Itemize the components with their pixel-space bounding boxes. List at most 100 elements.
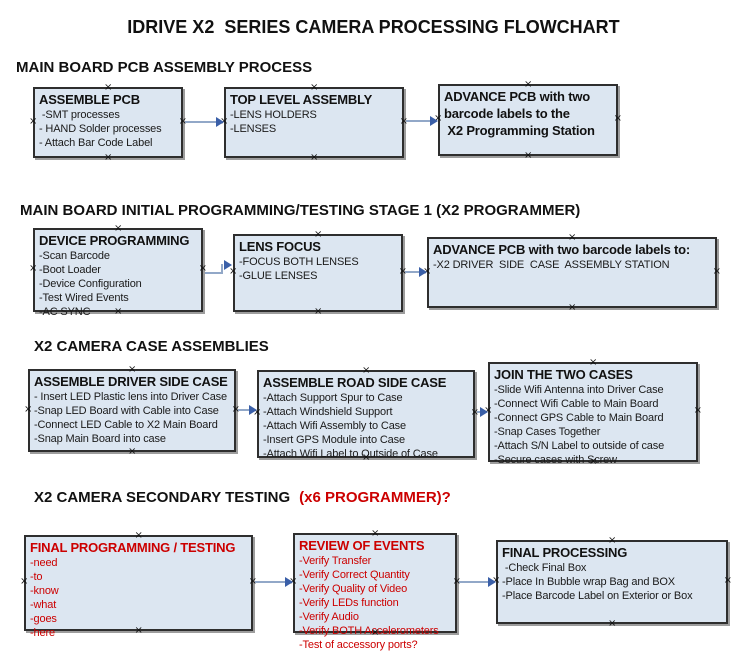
connection-point-mark: × — [310, 152, 319, 163]
flowchart-box-lens-focus: LENS FOCUS -FOCUS BOTH LENSES-GLUE LENSE… — [229, 229, 407, 317]
box-item-text: -to — [30, 571, 43, 583]
flow-arrow-line — [459, 581, 488, 583]
box-item-text: -Snap LED Board with Cable into Case — [34, 405, 219, 417]
box-item-text: -Place Barcode Label on Exterior or Box — [502, 590, 693, 602]
flowchart-box-advance-pcb-programming-station: ADVANCE PCB with two barcode labels to t… — [434, 79, 622, 161]
section-heading-secondary-testing: X2 CAMERA SECONDARY TESTING(x6 PROGRAMME… — [34, 489, 451, 506]
box-item-text: -Verify BOTH Accelerometers — [299, 625, 439, 637]
box-item-text: -Snap Main Board into case — [34, 433, 166, 445]
flow-arrow-line — [205, 272, 223, 274]
box-item-text: -Connect LED Cable to X2 Main Board — [34, 419, 218, 431]
box-item-text: -FOCUS BOTH LENSES — [239, 256, 359, 268]
connection-point-mark: × — [314, 306, 323, 317]
box-item-text: -LENS HOLDERS — [230, 109, 317, 121]
flow-arrow-line — [238, 409, 249, 411]
box-item-text: -Device Configuration — [39, 278, 142, 290]
box-item-text: -Verify Quality of Video — [299, 583, 408, 595]
section-heading-pcb-assembly: MAIN BOARD PCB ASSEMBLY PROCESS — [16, 59, 313, 76]
flow-arrow-head — [430, 116, 438, 126]
box-title: ADVANCE PCB with two barcode labels to t… — [444, 89, 595, 138]
box-item-text: -here — [30, 627, 55, 639]
box-item-text: - Insert LED Plastic lens into Driver Ca… — [34, 391, 227, 403]
flow-arrow-line — [406, 120, 430, 122]
flowchart-box-review-of-events: REVIEW OF EVENTS -Verify Transfer-Verify… — [289, 528, 461, 651]
box-item-text: -Insert GPS Module into Case — [263, 434, 405, 446]
connection-point-mark: × — [613, 113, 622, 124]
box-title: ADVANCE PCB with two barcode labels to: — [433, 242, 691, 257]
flow-arrow-head — [480, 407, 488, 417]
box-item-text: -Scan Barcode — [39, 250, 110, 262]
box-title: ASSEMBLE PCB — [39, 92, 140, 107]
box-item-text: -Attach Wifi Assembly to Case — [263, 420, 406, 432]
flow-arrow-head — [488, 577, 496, 587]
flowchart-box-assemble-road-side-case: ASSEMBLE ROAD SIDE CASE -Attach Support … — [253, 365, 479, 463]
connection-point-mark: × — [104, 152, 113, 163]
box-title: TOP LEVEL ASSEMBLY — [230, 92, 373, 107]
page-title: IDRIVE X2 SERIES CAMERA PROCESSING FLOWC… — [127, 17, 620, 37]
box-title: FINAL PROCESSING — [502, 545, 628, 560]
flowchart-box-join-the-two-cases: JOIN THE TWO CASES -Slide Wifi Antenna i… — [484, 357, 702, 467]
box-item-list: - Insert LED Plastic lens into Driver Ca… — [34, 390, 232, 446]
box-item-list: -X2 DRIVER SIDE CASE ASSEMBLY STATION — [433, 258, 713, 272]
flowchart-box-top-level-assembly: TOP LEVEL ASSEMBLY -LENS HOLDERS-LENSES … — [220, 82, 408, 163]
connection-point-mark: × — [723, 575, 732, 586]
flowchart-box-final-processing: FINAL PROCESSING -Check Final Box -Place … — [492, 535, 732, 629]
connection-point-mark: × — [712, 265, 721, 277]
box-item-text: -AC SYNC — [39, 306, 91, 318]
box-item-text: -Verify LEDs function — [299, 597, 399, 609]
box-title: JOIN THE TWO CASES — [494, 367, 633, 382]
box-item-text: -Boot Loader — [39, 264, 101, 276]
box-item-text: - Attach Bar Code Label — [39, 137, 153, 149]
box-item-list: -FOCUS BOTH LENSES -GLUE LENSES — [239, 255, 399, 283]
box-item-text: -Test Wired Events — [39, 292, 129, 304]
flow-arrow-line — [255, 581, 285, 583]
box-item-list: -need -to -know -what -goes -here — [30, 556, 249, 640]
box-item-text: -what — [30, 599, 57, 611]
box-item-text: -LENSES — [230, 123, 277, 135]
box-item-text: -Connect GPS Cable to Main Board — [494, 412, 664, 424]
flow-arrow-head — [285, 577, 293, 587]
box-item-list: -LENS HOLDERS -LENSES — [230, 108, 400, 136]
connection-point-mark: × — [608, 618, 617, 629]
connection-point-mark: × — [470, 407, 479, 418]
connection-point-mark: × — [24, 403, 33, 415]
connection-point-mark: × — [524, 150, 533, 161]
box-item-list: -Verify Transfer -Verify Correct Quantity… — [299, 554, 453, 652]
box-item-text: -Attach Wifi Label to Outside of Case — [263, 448, 438, 460]
flow-arrow-head — [224, 260, 232, 270]
box-item-text: -Verify Audio — [299, 611, 359, 623]
box-item-text: -Attach Support Spur to Case — [263, 392, 403, 404]
box-item-text: -Verify Transfer — [299, 555, 372, 567]
box-item-text: -GLUE LENSES — [239, 270, 318, 282]
flow-arrow-line — [477, 411, 481, 413]
box-item-text: -Check Final Box — [502, 562, 587, 574]
box-title: REVIEW OF EVENTS — [299, 538, 425, 553]
box-item-text: -Test of accessory ports? — [299, 639, 418, 651]
box-item-text: - HAND Solder processes — [39, 123, 162, 135]
box-item-list: -SMT processes- HAND Solder processes- A… — [39, 108, 179, 150]
flowchart-box-assemble-driver-side-case: ASSEMBLE DRIVER SIDE CASE - Insert LED P… — [24, 364, 240, 457]
flowchart-box-final-programming-testing: FINAL PROGRAMMING / TESTING -need-to-kno… — [20, 530, 257, 639]
flow-arrow-head — [216, 117, 224, 127]
connection-point-mark: × — [29, 115, 38, 127]
box-item-text: -Slide Wifi Antenna into Driver Case — [494, 384, 664, 396]
box-item-text: -Verify Correct Quantity — [299, 569, 410, 581]
box-title: ASSEMBLE DRIVER SIDE CASE — [34, 374, 228, 389]
box-item-text: -need — [30, 557, 58, 569]
flowchart-box-assemble-pcb: ASSEMBLE PCB -SMT processes- HAND Solder… — [29, 82, 187, 163]
connection-point-mark: × — [693, 405, 702, 416]
flow-arrow-elbow — [221, 264, 223, 274]
box-item-text: -know — [30, 585, 59, 597]
connection-point-mark: × — [20, 576, 29, 587]
flowchart-box-advance-pcb-case-assembly: ADVANCE PCB with two barcode labels to: … — [423, 232, 721, 313]
box-item-list: -Check Final Box -Place In Bubble wrap Ba… — [502, 561, 724, 603]
flow-arrow-line — [185, 121, 217, 123]
box-item-text: -Attach Windshield Support — [263, 406, 393, 418]
box-item-text: -Place In Bubble wrap Bag and BOX — [502, 576, 675, 588]
box-item-list: -Slide Wifi Antenna into Driver Case -Con… — [494, 383, 694, 467]
box-item-text: -X2 DRIVER SIDE CASE ASSEMBLY STATION — [433, 259, 670, 271]
flow-arrow-head — [249, 405, 257, 415]
box-item-text: -goes — [30, 613, 57, 625]
box-item-list: -Attach Support Spur to Case -Attach Wind… — [263, 391, 471, 461]
